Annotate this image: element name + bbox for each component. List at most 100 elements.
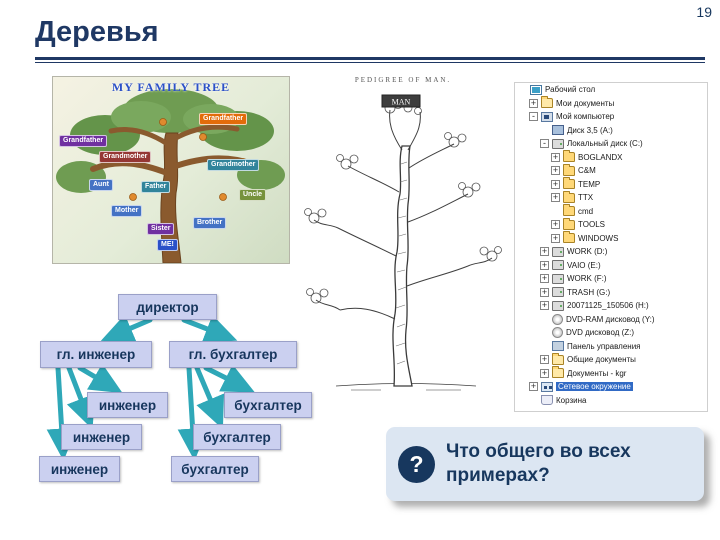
explorer-tree-item[interactable]: - Локальный диск (C:) <box>515 137 707 151</box>
slide-title: Деревья <box>35 16 159 48</box>
tree-item-label: Документы - kgr <box>567 368 627 378</box>
tree-item-label: Диск 3,5 (A:) <box>567 125 613 135</box>
cd-icon <box>552 313 563 325</box>
explorer-tree-item[interactable]: + TOOLS <box>515 217 707 232</box>
expand-toggle[interactable]: + <box>551 219 560 230</box>
tree-item-label: TTX <box>578 193 594 203</box>
folder-icon <box>563 204 575 217</box>
tree-item-label: C&M <box>578 166 596 176</box>
org-node-accountant: бухгалтер <box>193 424 281 450</box>
family-label: Brother <box>193 217 227 229</box>
network-icon <box>541 381 553 392</box>
family-label: Uncle <box>239 189 267 201</box>
tree-item-label: Панель управления <box>567 341 641 351</box>
explorer-tree-item[interactable]: +Мои документы <box>515 96 707 111</box>
explorer-tree-item[interactable]: + WORK (D:) <box>515 245 707 259</box>
tree-item-label: Корзина <box>556 395 587 405</box>
explorer-tree-item[interactable]: Корзина <box>515 394 707 408</box>
org-node-chief-engineer: гл. инженер <box>40 341 152 368</box>
explorer-tree-item[interactable]: +BOGLANDX <box>515 150 707 165</box>
org-node-engineer: инженер <box>61 424 142 450</box>
explorer-tree-item[interactable]: + VAIO (E:) <box>515 259 707 273</box>
org-node-engineer: инженер <box>39 456 120 482</box>
page-number: 19 <box>696 4 712 20</box>
desktop-icon <box>530 84 542 95</box>
family-tree-title: MY FAMILY TREE <box>111 80 231 94</box>
expand-toggle[interactable]: + <box>540 259 549 270</box>
expand-toggle[interactable]: + <box>529 97 538 108</box>
explorer-tree-item[interactable]: + Общие документы <box>515 352 707 367</box>
pedigree-man-label: MAN <box>392 98 411 107</box>
question-text: Что общего во всех примерах? <box>446 441 631 486</box>
expand-toggle[interactable]: + <box>551 192 560 203</box>
tree-item-label: TOOLS <box>578 220 605 230</box>
explorer-tree-item[interactable]: + WINDOWS <box>515 231 707 246</box>
folder-icon <box>563 177 575 190</box>
collapse-toggle[interactable]: - <box>540 139 549 149</box>
tree-item-label: Сетевое окружение <box>556 382 633 392</box>
control-icon <box>552 341 564 352</box>
expand-toggle[interactable]: + <box>540 354 549 365</box>
explorer-tree-item[interactable]: Панель управления <box>515 340 707 354</box>
cd-icon <box>552 327 563 339</box>
family-label: Grandmother <box>99 151 152 163</box>
drive-icon <box>552 273 564 284</box>
family-label: Grandfather <box>59 135 108 147</box>
expand-toggle[interactable]: + <box>551 151 560 162</box>
family-label: Grandmother <box>207 159 260 171</box>
drive-icon <box>552 260 564 271</box>
explorer-tree-item[interactable]: - Мой компьютер <box>515 110 707 124</box>
explorer-tree-item[interactable]: cmd <box>515 204 707 219</box>
tree-item-label: Локальный диск (C:) <box>567 139 643 149</box>
explorer-tree-item[interactable]: DVD дисковод (Z:) <box>515 326 707 340</box>
tree-item-label: VAIO (E:) <box>567 260 601 270</box>
tree-item-label: Общие документы <box>567 355 636 365</box>
explorer-tree-item[interactable]: + TEMP <box>515 177 707 192</box>
family-label: Father <box>141 181 171 193</box>
explorer-tree-item[interactable]: +20071125_150506 (H:) <box>515 299 707 313</box>
expand-toggle[interactable]: + <box>540 246 549 257</box>
expand-toggle[interactable]: + <box>540 286 549 297</box>
drive-icon <box>552 287 564 298</box>
explorer-tree-item[interactable]: + Сетевое окружение <box>515 380 707 394</box>
folder-icon <box>563 163 575 176</box>
tree-item-label: WORK (D:) <box>567 247 608 257</box>
expand-toggle[interactable]: + <box>551 165 560 176</box>
drive-icon <box>552 246 564 257</box>
expand-toggle[interactable]: + <box>551 178 560 189</box>
folder-icon <box>563 231 575 244</box>
expand-toggle[interactable]: + <box>540 300 549 311</box>
explorer-tree-item[interactable]: + Документы - kgr <box>515 366 707 381</box>
family-label: Grandfather <box>199 113 248 125</box>
computer-icon <box>541 111 553 122</box>
collapse-toggle[interactable]: - <box>529 112 538 122</box>
tree-item-label: DVD дисковод (Z:) <box>566 328 635 338</box>
org-node-accountant: бухгалтер <box>171 456 259 482</box>
expand-toggle[interactable]: + <box>540 273 549 284</box>
explorer-tree-item[interactable]: +WORK (F:) <box>515 272 707 286</box>
tree-item-label: WINDOWS <box>578 233 619 243</box>
explorer-tree-item[interactable]: + TTX <box>515 190 707 205</box>
expand-toggle[interactable]: + <box>529 381 538 392</box>
tree-item-label: DVD-RAM дисковод (Y:) <box>566 314 655 324</box>
explorer-tree-item[interactable]: + TRASH (G:) <box>515 286 707 300</box>
explorer-tree-item[interactable]: Диск 3,5 (A:) <box>515 124 707 138</box>
docs-icon <box>541 96 553 109</box>
expand-toggle[interactable]: + <box>551 232 560 243</box>
expand-toggle[interactable]: + <box>540 367 549 378</box>
org-node-chief-accountant: гл. бухгалтер <box>169 341 297 368</box>
explorer-tree-item[interactable]: DVD-RAM дисковод (Y:) <box>515 313 707 327</box>
drive-icon <box>552 300 564 311</box>
tree-item-label: TEMP <box>578 179 601 189</box>
docs-icon <box>552 366 564 379</box>
family-label: Aunt <box>89 179 113 191</box>
docs-icon <box>552 352 564 365</box>
folder-icon <box>563 217 575 230</box>
title-divider <box>35 57 705 63</box>
tree-item-label: TRASH (G:) <box>567 287 611 297</box>
tree-item-label: Мой компьютер <box>556 112 615 122</box>
explorer-tree-item[interactable]: + C&M <box>515 163 707 178</box>
explorer-tree-item[interactable]: Рабочий стол <box>515 83 707 97</box>
family-label: ME! <box>157 239 178 251</box>
